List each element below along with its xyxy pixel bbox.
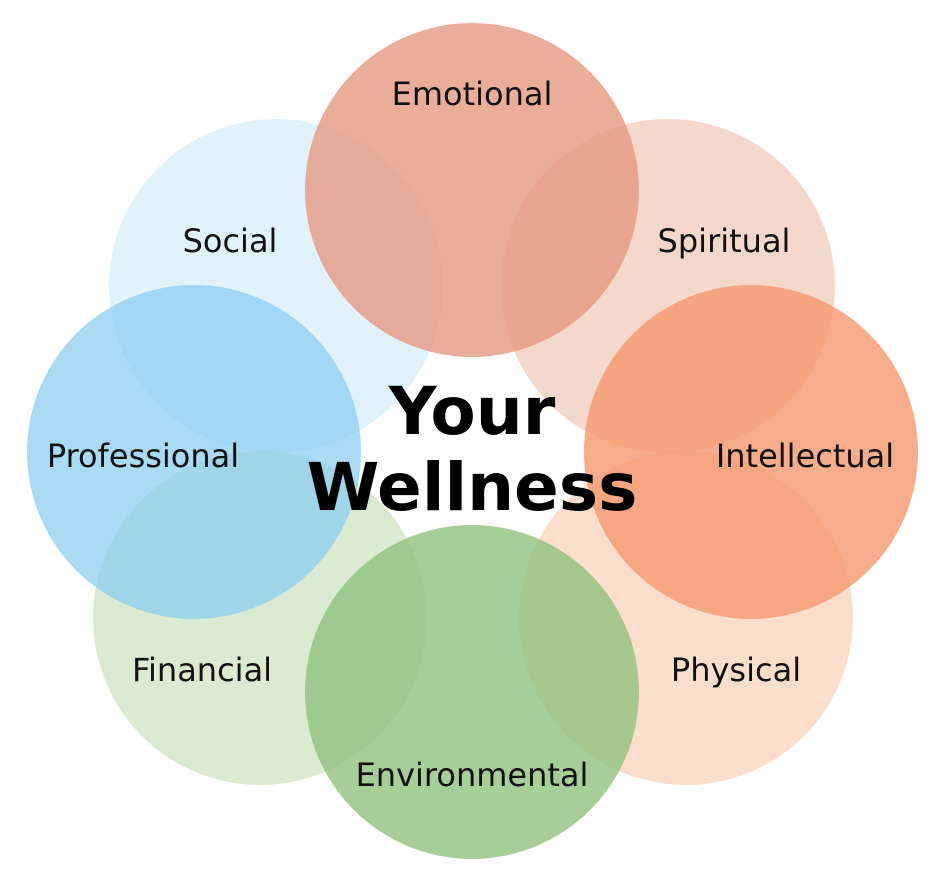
circles-layer (27, 23, 918, 859)
label-emotional: Emotional (392, 75, 553, 113)
center-title: Your Wellness (307, 373, 638, 526)
center-title-line2: Wellness (307, 449, 638, 526)
label-intellectual: Intellectual (716, 437, 894, 475)
circle-environmental (305, 525, 639, 859)
circle-emotional (305, 23, 639, 357)
label-spiritual: Spiritual (658, 222, 791, 260)
label-physical: Physical (671, 651, 801, 689)
label-professional: Professional (47, 437, 239, 475)
center-title-line1: Your (388, 373, 556, 450)
label-financial: Financial (132, 651, 272, 689)
label-environmental: Environmental (356, 756, 589, 794)
label-social: Social (183, 222, 278, 260)
labels-layer: Emotional Spiritual Intellectual Physica… (47, 75, 894, 794)
circle-intellectual (584, 285, 918, 619)
circle-professional (27, 285, 361, 619)
